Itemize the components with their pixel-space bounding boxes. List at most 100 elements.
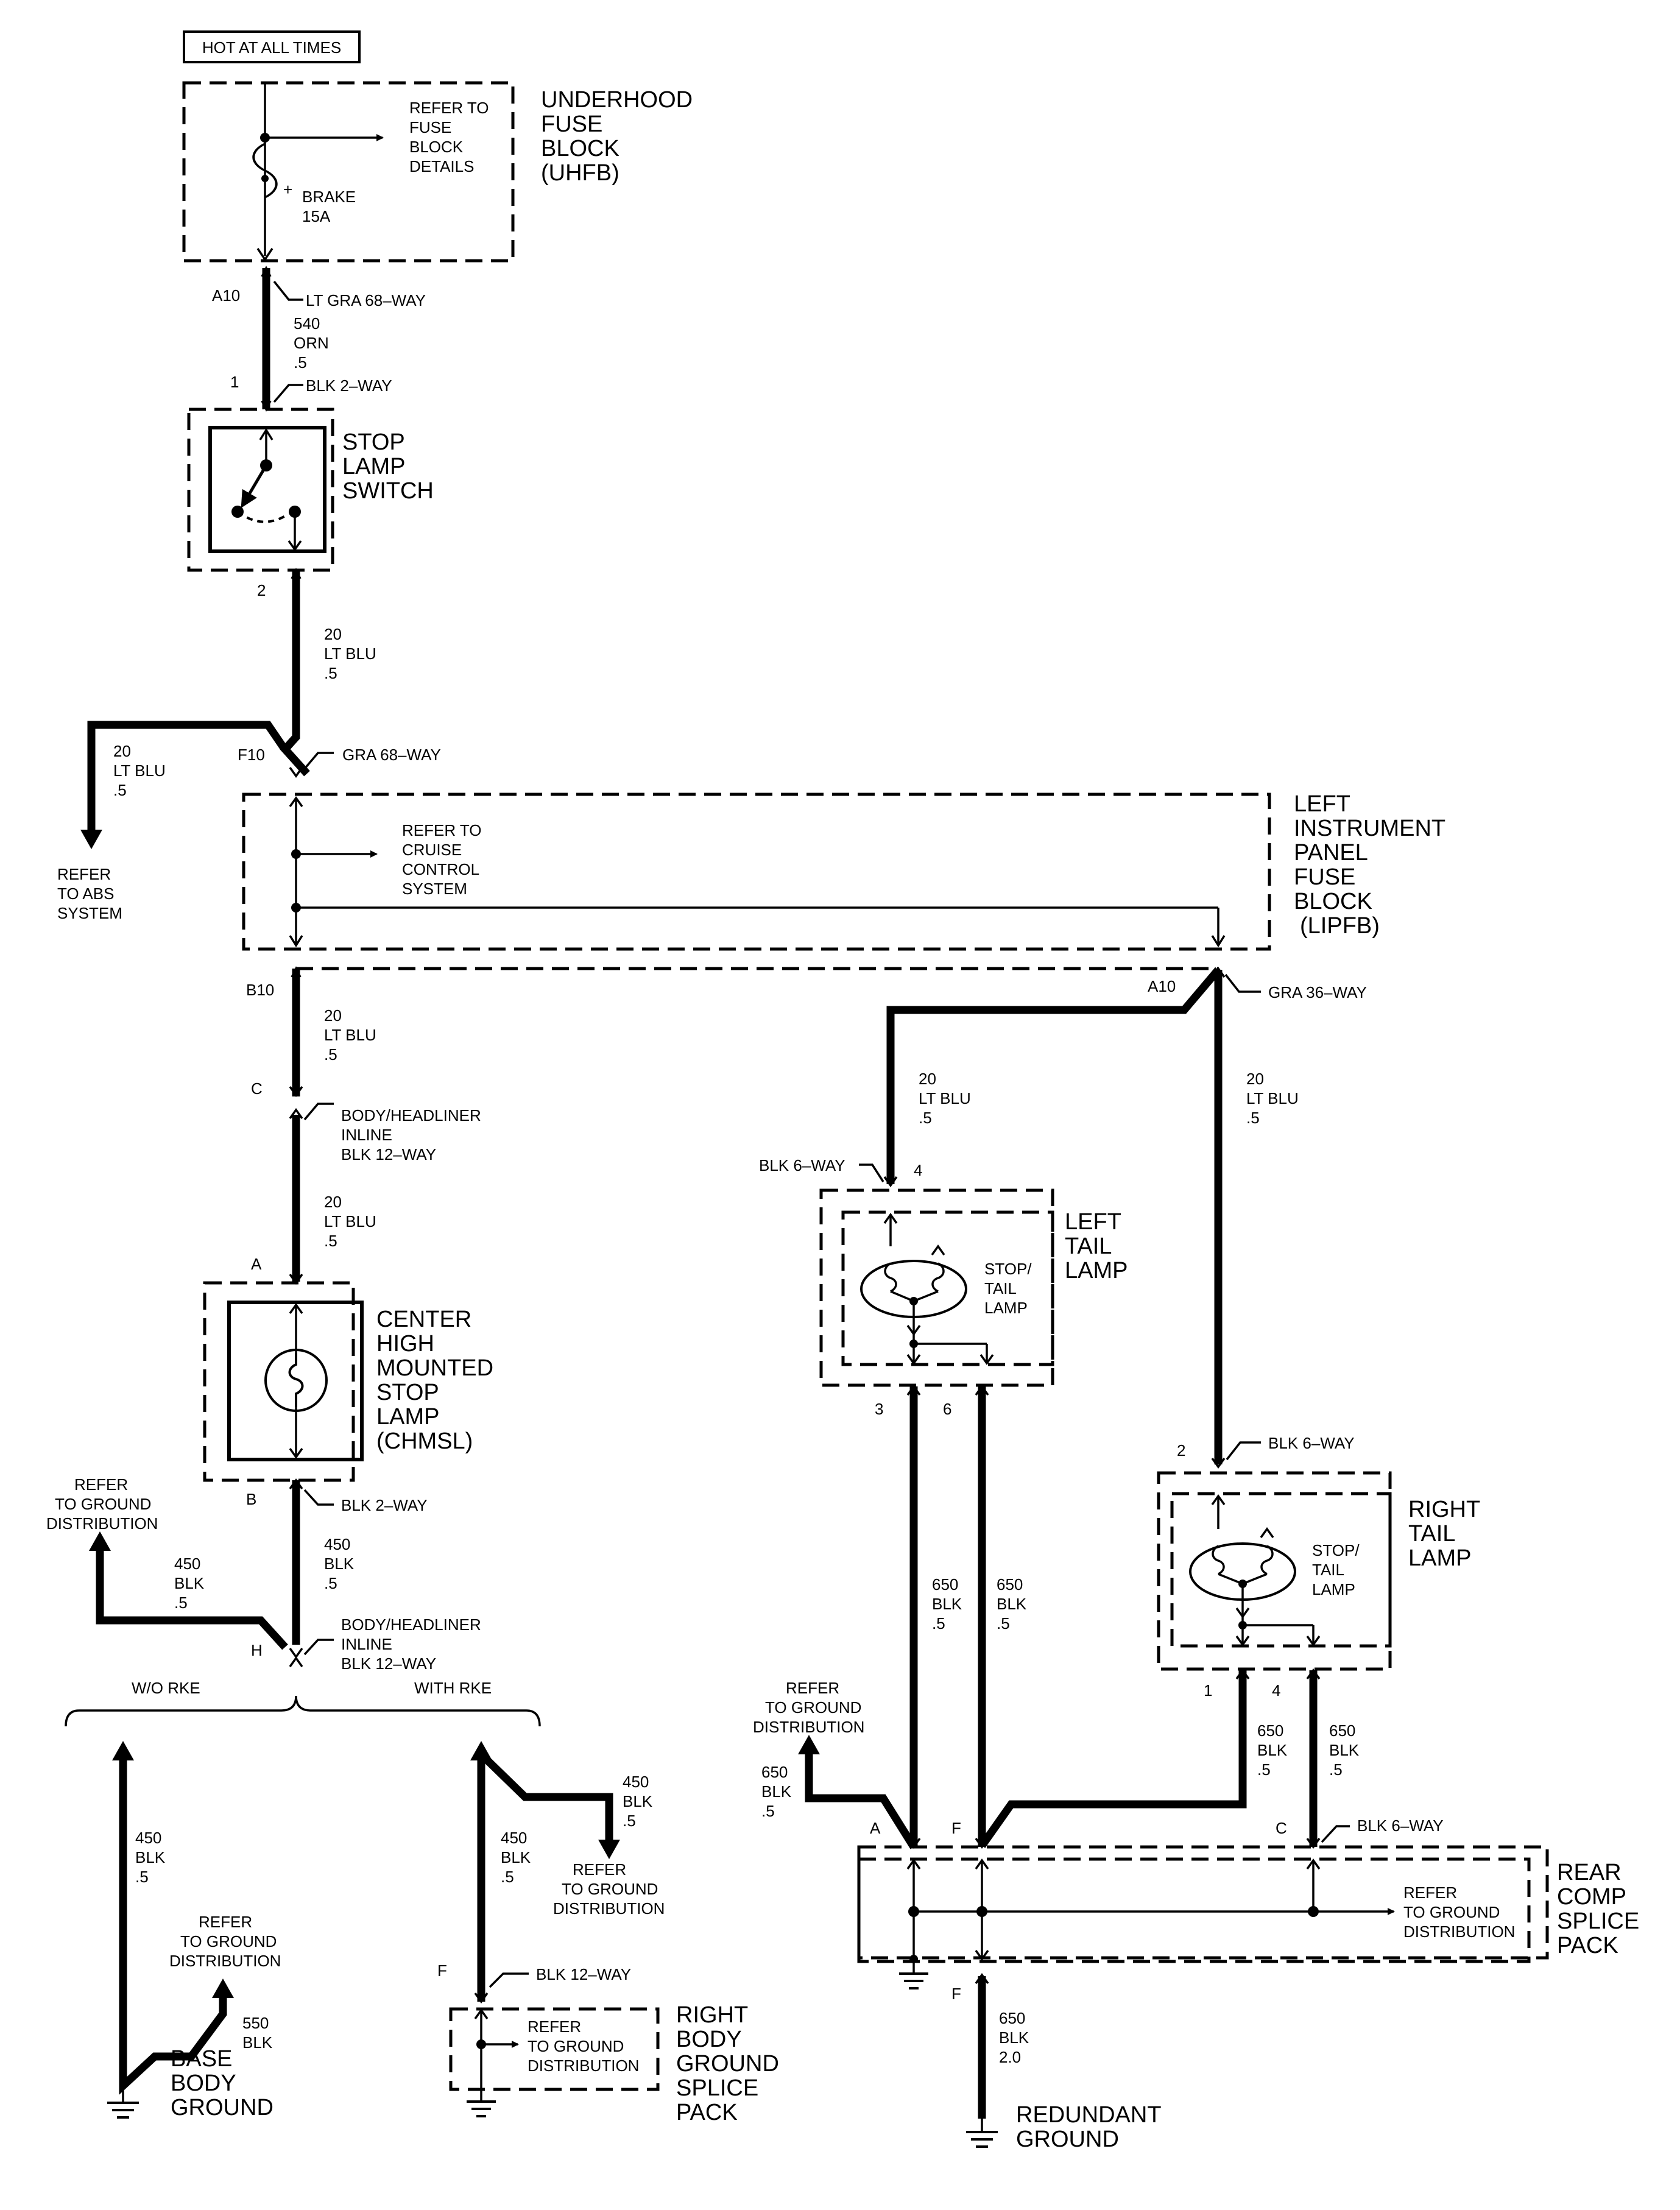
rtl-name-2: TAIL [1408, 1521, 1455, 1547]
wire-abs-branch [87, 721, 288, 841]
rcsp-pin-f: F [951, 1819, 961, 1837]
redundant-size: 2.0 [999, 2048, 1021, 2066]
base-circuit: 450 [135, 1829, 161, 1847]
chmsl-dashed [203, 1281, 355, 1482]
base-ref-1: REFER [199, 1913, 252, 1931]
chmsl-box [227, 1301, 364, 1461]
left-tail-lamp-dashed [819, 1188, 1054, 1387]
rke-brace [65, 1695, 541, 1727]
inline1-name-1: BODY/HEADLINER [341, 1106, 481, 1124]
lipfb-ref-1: REFER TO [402, 821, 482, 839]
chmsl-name-4: STOP [376, 1380, 439, 1405]
redundant-color: BLK [999, 2028, 1029, 2047]
abs-ref-2: TO ABS [57, 884, 114, 903]
wire-450-right-branch [478, 1751, 613, 1848]
rb-name-1: RIGHT [676, 2002, 748, 2028]
stop-lamp-switch-pin-1: 1 [230, 373, 239, 391]
lipfb-name-1: LEFT [1294, 791, 1350, 817]
rcsp-blk-6-way: BLK 6–WAY [1357, 1816, 1444, 1835]
uhfb-name-2: FUSE [541, 111, 602, 137]
rb-ref-3: DISTRIBUTION [553, 1899, 665, 1918]
chmsl-name-5: LAMP [376, 1404, 439, 1430]
right-tail-bulb [1189, 1494, 1321, 1647]
rcsp-internal [899, 1858, 1395, 1989]
rtl-name-1: RIGHT [1408, 1497, 1480, 1522]
rb-name-2: BODY [676, 2027, 742, 2052]
rb-splice-ref-1: REFER [528, 2018, 581, 2036]
rcsp-pin-f2: F [951, 1985, 961, 2003]
w450-size: .5 [324, 1574, 337, 1592]
b10-wire-size: .5 [324, 1045, 337, 1064]
chmsl-name-1: CENTER [376, 1307, 471, 1332]
stop-lamp-switch-name-2: LAMP [342, 454, 405, 479]
uhfb-internal [252, 83, 384, 262]
base-ground-name-2: BODY [171, 2071, 236, 2096]
lipfb-box [242, 793, 1271, 951]
rcsp-inner [857, 1857, 1531, 1963]
w650-rtl1-circuit: 650 [1257, 1721, 1283, 1740]
wire-540-color: ORN [294, 334, 329, 352]
ltl-pin-3: 3 [875, 1400, 883, 1418]
gra-68-way-label: GRA 68–WAY [342, 746, 441, 764]
wire-20a-circuit: 20 [324, 625, 342, 643]
wire-20-left-tail [886, 967, 1221, 1184]
blk-2-way-label-2: BLK 2–WAY [341, 1496, 428, 1514]
right-tail-size: .5 [1246, 1109, 1260, 1127]
w20c-size: .5 [324, 1232, 337, 1250]
rtl-blk-6-way: BLK 6–WAY [1268, 1434, 1355, 1452]
w650-ltl3-size: .5 [932, 1614, 945, 1633]
lipfb-ref-4: SYSTEM [402, 880, 467, 898]
w650-ltl6-color: BLK [997, 1595, 1027, 1613]
redundant-ground-name-2: GROUND [1016, 2127, 1119, 2152]
w650-ltl6-size: .5 [997, 1614, 1010, 1633]
b10-pin-label: B10 [246, 981, 274, 999]
rtl-bulb-3: LAMP [1312, 1580, 1355, 1598]
rtl-pin-1: 1 [1204, 1681, 1212, 1700]
abs-wire-circuit: 20 [113, 742, 131, 760]
gd-left-ref-1: REFER [74, 1475, 128, 1494]
uhfb-name-1: UNDERHOOD [541, 87, 693, 113]
abs-wire-color: LT BLU [113, 761, 166, 780]
pin-a-label: A [251, 1255, 262, 1273]
rcsp-name-1: REAR [1557, 1860, 1622, 1885]
rb-size: .5 [501, 1868, 514, 1886]
gd-left-color: BLK [174, 1574, 205, 1592]
rb-splice-ref-3: DISTRIBUTION [528, 2056, 639, 2075]
a10b-pin-label: A10 [1148, 977, 1176, 995]
rtl-bulb-2: TAIL [1312, 1561, 1344, 1579]
w650-rtl1-color: BLK [1257, 1741, 1288, 1759]
without-rke-label: W/O RKE [132, 1679, 200, 1697]
abs-ref-1: REFER [57, 865, 111, 883]
right-tail-color: LT BLU [1246, 1089, 1299, 1107]
inline1-name-2: INLINE [341, 1126, 392, 1144]
rb-color: BLK [501, 1848, 531, 1866]
uhfb-ref-4: DETAILS [409, 157, 474, 175]
w450-color: BLK [324, 1555, 355, 1573]
redundant-ground-name-1: REDUNDANT [1016, 2102, 1162, 2128]
wire-20a-color: LT BLU [324, 644, 376, 663]
lipfb-name-2: INSTRUMENT [1294, 816, 1445, 841]
ltl-pin-4: 4 [914, 1161, 922, 1179]
uhfb-ref-1: REFER TO [409, 99, 489, 117]
with-rke-label: WITH RKE [414, 1679, 492, 1697]
right-tail-lamp-inner [1170, 1492, 1392, 1648]
rtl-pin-4: 4 [1272, 1681, 1280, 1700]
hot-at-all-times-label: HOT AT ALL TIMES [202, 38, 341, 57]
rcsp-gd-ref-1: REFER [786, 1679, 839, 1697]
wire-540-size: .5 [294, 353, 307, 372]
rb-size-2: .5 [623, 1812, 636, 1830]
w20c-color: LT BLU [324, 1212, 376, 1230]
f10-pin-label: F10 [238, 746, 265, 764]
base-ground-name-1: BASE [171, 2046, 232, 2072]
rcsp-branch-color: BLK [761, 1782, 792, 1801]
right-tail-lamp-dashed [1157, 1471, 1392, 1671]
w650-ltl6-circuit: 650 [997, 1575, 1023, 1594]
right-tail-circuit: 20 [1246, 1070, 1264, 1088]
base-color-2: BLK [242, 2033, 273, 2052]
lipfb-name-4: FUSE [1294, 864, 1355, 890]
rb-circuit: 450 [501, 1829, 527, 1847]
stop-lamp-switch-name-1: STOP [342, 429, 405, 455]
uhfb-plus: + [283, 180, 292, 199]
ltl-name-1: LEFT [1065, 1209, 1121, 1235]
